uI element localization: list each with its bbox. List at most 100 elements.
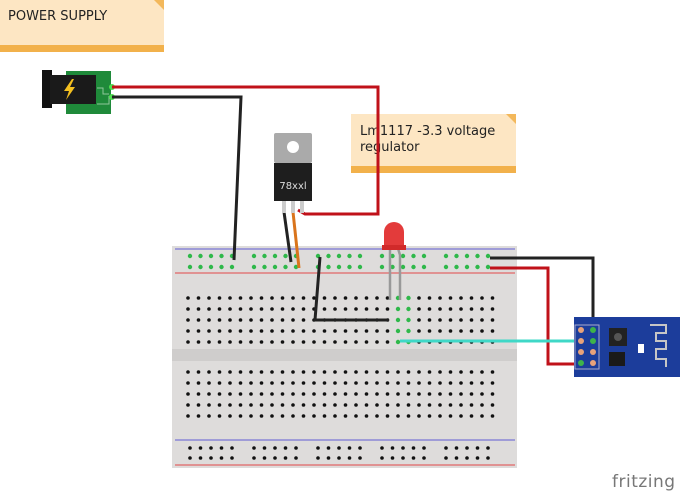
breadboard-hole[interactable]: [411, 456, 416, 460]
breadboard-hole[interactable]: [228, 296, 232, 300]
breadboard-hole[interactable]: [291, 392, 295, 396]
breadboard-hole[interactable]: [272, 253, 278, 259]
breadboard-hole[interactable]: [401, 456, 405, 460]
breadboard-hole[interactable]: [217, 370, 222, 374]
breadboard-hole[interactable]: [280, 307, 285, 311]
breadboard-hole[interactable]: [259, 340, 264, 344]
breadboard-hole[interactable]: [196, 329, 201, 333]
breadboard-hole[interactable]: [364, 403, 369, 407]
breadboard-hole[interactable]: [217, 414, 222, 418]
breadboard-hole[interactable]: [270, 318, 274, 322]
breadboard-hole[interactable]: [448, 329, 453, 333]
breadboard-hole[interactable]: [395, 328, 401, 334]
breadboard-hole[interactable]: [333, 414, 337, 418]
breadboard-hole[interactable]: [406, 370, 411, 374]
breadboard-hole[interactable]: [480, 392, 484, 396]
breadboard-hole[interactable]: [454, 446, 459, 450]
breadboard-hole[interactable]: [469, 329, 474, 333]
breadboard-hole[interactable]: [207, 403, 211, 407]
breadboard-hole[interactable]: [270, 414, 274, 418]
breadboard-hole[interactable]: [406, 328, 411, 334]
breadboard-hole[interactable]: [354, 414, 358, 418]
breadboard-hole[interactable]: [480, 318, 484, 322]
breadboard-hole[interactable]: [228, 307, 232, 311]
breadboard-hole[interactable]: [270, 370, 274, 374]
breadboard-hole[interactable]: [490, 318, 495, 322]
breadboard-hole[interactable]: [417, 392, 421, 396]
breadboard-hole[interactable]: [469, 381, 474, 385]
breadboard-hole[interactable]: [291, 296, 295, 300]
breadboard-hole[interactable]: [406, 317, 411, 323]
breadboard-hole[interactable]: [343, 403, 348, 407]
breadboard-hole[interactable]: [364, 381, 369, 385]
breadboard-hole[interactable]: [444, 446, 448, 450]
breadboard-hole[interactable]: [208, 264, 214, 270]
breadboard-hole[interactable]: [375, 381, 379, 385]
wire-black-to-esp-gnd[interactable]: [490, 256, 595, 333]
breadboard-hole[interactable]: [198, 264, 203, 270]
breadboard-hole[interactable]: [249, 329, 253, 333]
breadboard-hole[interactable]: [270, 329, 274, 333]
breadboard-hole[interactable]: [259, 307, 264, 311]
breadboard-hole[interactable]: [219, 456, 224, 460]
breadboard-hole[interactable]: [252, 446, 256, 450]
breadboard-hole[interactable]: [238, 403, 243, 407]
breadboard-hole[interactable]: [485, 253, 491, 259]
breadboard-hole[interactable]: [343, 381, 348, 385]
breadboard-hole[interactable]: [301, 340, 306, 344]
breadboard-hole[interactable]: [207, 296, 211, 300]
breadboard-hole[interactable]: [262, 456, 267, 460]
breadboard-hole[interactable]: [438, 414, 442, 418]
breadboard-hole[interactable]: [475, 253, 480, 259]
breadboard-hole[interactable]: [417, 307, 421, 311]
breadboard-hole[interactable]: [385, 414, 390, 418]
esp-pin-gpio[interactable]: [590, 338, 596, 344]
breadboard-hole[interactable]: [301, 307, 306, 311]
breadboard-hole[interactable]: [490, 329, 495, 333]
breadboard-hole[interactable]: [421, 253, 427, 259]
breadboard-hole[interactable]: [411, 264, 416, 270]
breadboard-hole[interactable]: [354, 329, 358, 333]
breadboard-hole[interactable]: [390, 253, 395, 259]
breadboard-hole[interactable]: [422, 446, 426, 450]
wire-black-rail-to-led[interactable]: [313, 256, 389, 322]
breadboard-hole[interactable]: [207, 340, 211, 344]
breadboard-hole[interactable]: [347, 446, 352, 450]
breadboard-hole[interactable]: [196, 318, 201, 322]
breadboard-hole[interactable]: [238, 381, 243, 385]
breadboard-hole[interactable]: [188, 446, 192, 450]
breadboard-hole[interactable]: [427, 307, 432, 311]
breadboard-hole[interactable]: [354, 307, 358, 311]
breadboard-hole[interactable]: [427, 381, 432, 385]
breadboard-hole[interactable]: [280, 329, 285, 333]
breadboard-hole[interactable]: [459, 392, 463, 396]
breadboard-hole[interactable]: [336, 253, 342, 259]
breadboard-hole[interactable]: [196, 296, 201, 300]
breadboard-hole[interactable]: [217, 392, 222, 396]
breadboard-hole[interactable]: [385, 329, 390, 333]
breadboard-hole[interactable]: [459, 318, 463, 322]
breadboard-hole[interactable]: [198, 253, 203, 259]
breadboard-hole[interactable]: [411, 253, 416, 259]
breadboard-hole[interactable]: [486, 456, 490, 460]
breadboard-hole[interactable]: [217, 381, 222, 385]
breadboard-hole[interactable]: [228, 414, 232, 418]
breadboard-hole[interactable]: [343, 340, 348, 344]
breadboard-hole[interactable]: [469, 307, 474, 311]
breadboard-hole[interactable]: [490, 370, 495, 374]
breadboard-hole[interactable]: [238, 392, 243, 396]
breadboard-hole[interactable]: [333, 370, 337, 374]
breadboard-hole[interactable]: [358, 456, 362, 460]
breadboard-hole[interactable]: [364, 296, 369, 300]
breadboard-hole[interactable]: [207, 329, 211, 333]
breadboard-hole[interactable]: [196, 403, 201, 407]
breadboard-hole[interactable]: [395, 306, 401, 312]
breadboard-hole[interactable]: [333, 381, 337, 385]
breadboard-hole[interactable]: [490, 296, 495, 300]
breadboard-hole[interactable]: [354, 340, 358, 344]
breadboard-hole[interactable]: [272, 264, 278, 270]
breadboard-hole[interactable]: [301, 370, 306, 374]
breadboard-hole[interactable]: [249, 403, 253, 407]
breadboard-hole[interactable]: [459, 370, 463, 374]
breadboard-hole[interactable]: [249, 318, 253, 322]
